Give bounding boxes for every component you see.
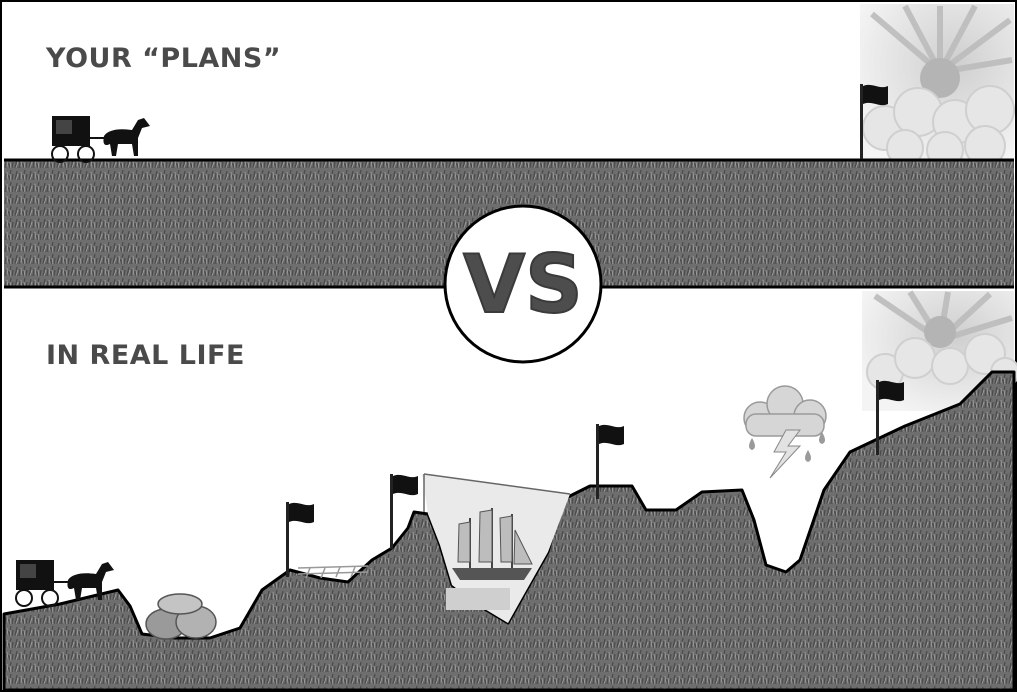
real-life-heading: IN REAL LIFE xyxy=(46,340,245,371)
plans-heading: YOUR “PLANS” xyxy=(46,43,281,74)
vs-text: VS xyxy=(463,238,583,331)
vs-badge: VS xyxy=(445,206,601,362)
